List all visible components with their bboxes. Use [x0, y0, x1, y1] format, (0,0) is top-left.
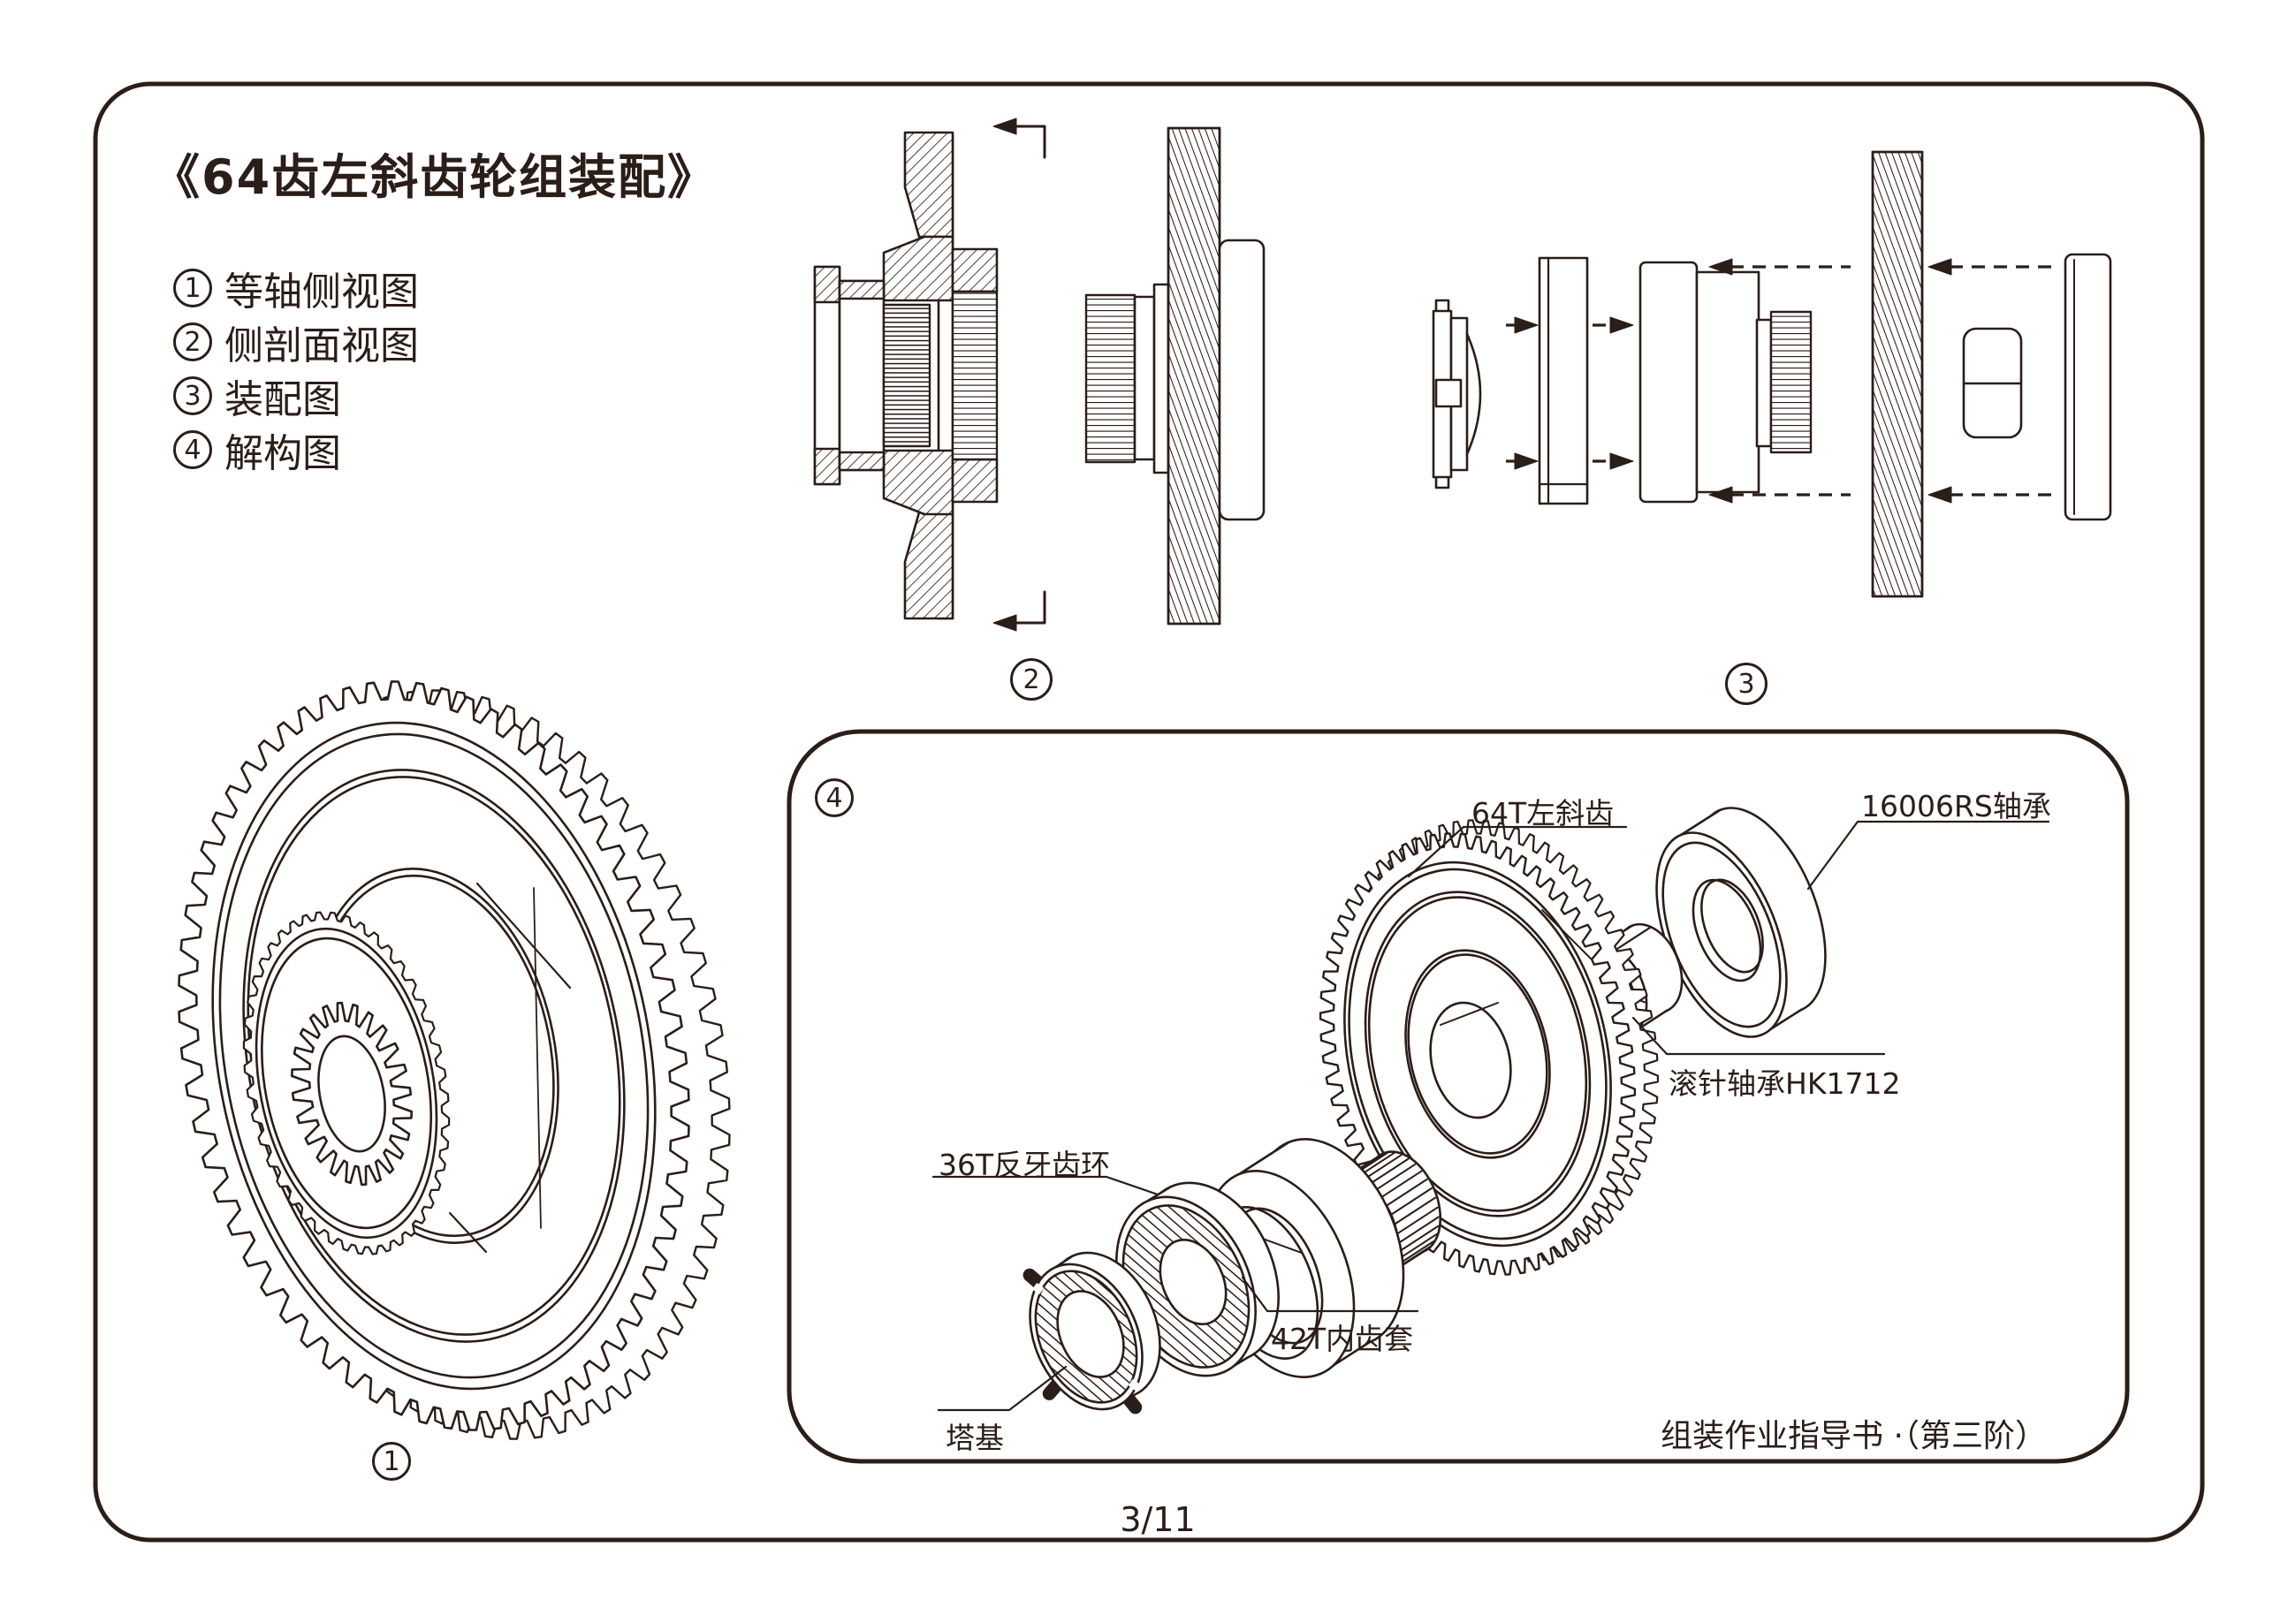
panel-isometric-gear [178, 680, 731, 1440]
part-label-tower-base: 塔基 [946, 1421, 1004, 1455]
legend-item-assembly: 3 装配图 [173, 375, 419, 422]
part-label-16006rs-bearing: 16006RS轴承 [1861, 789, 2051, 823]
legend-item-label: 等轴侧视图 [224, 269, 419, 315]
legend-item-label: 解构图 [224, 431, 341, 476]
part-label-64t-helical-gear: 64T左斜齿 [1471, 796, 1615, 830]
panel-assembly-diagram [1432, 150, 2112, 598]
view-marker-section: 2 [1010, 658, 1053, 701]
legend-item-section: 2 侧剖面视图 [173, 322, 419, 368]
part-label-leaders [931, 820, 2050, 1412]
legend-item-exploded: 4 解构图 [173, 429, 419, 476]
circled-number-icon: 4 [173, 430, 212, 469]
legend-item-label: 装配图 [224, 377, 341, 422]
panel-section-view [813, 118, 1266, 632]
circled-number-icon: 2 [173, 322, 212, 361]
footer-note: 组装作业指导书 ·（第三阶） [1661, 1418, 2047, 1454]
view-marker-assembly: 3 [1725, 663, 1768, 705]
page-number: 3/11 [1120, 1500, 1196, 1539]
view-marker-exploded: 4 [815, 778, 854, 817]
page-title: 《64齿左斜齿轮组装配》 [152, 149, 718, 205]
view-marker-isometric: 1 [372, 1442, 411, 1481]
circled-number-icon: 1 [173, 269, 212, 307]
legend: 1 等轴侧视图 2 侧剖面视图 3 装配图 4 解构图 [173, 268, 419, 483]
part-label-42t-internal-sleeve: 42T内齿套 [1271, 1322, 1414, 1356]
legend-item-label: 侧剖面视图 [224, 323, 419, 368]
panel-exploded-view [1023, 807, 1827, 1414]
legend-item-isometric: 1 等轴侧视图 [173, 268, 419, 315]
part-label-36t-reverse-ring: 36T反牙齿环 [939, 1148, 1111, 1182]
part-label-needle-bearing-hk1712: 滚针轴承HK1712 [1669, 1066, 1901, 1101]
page-border [93, 81, 2205, 1543]
circled-number-icon: 3 [173, 376, 212, 415]
